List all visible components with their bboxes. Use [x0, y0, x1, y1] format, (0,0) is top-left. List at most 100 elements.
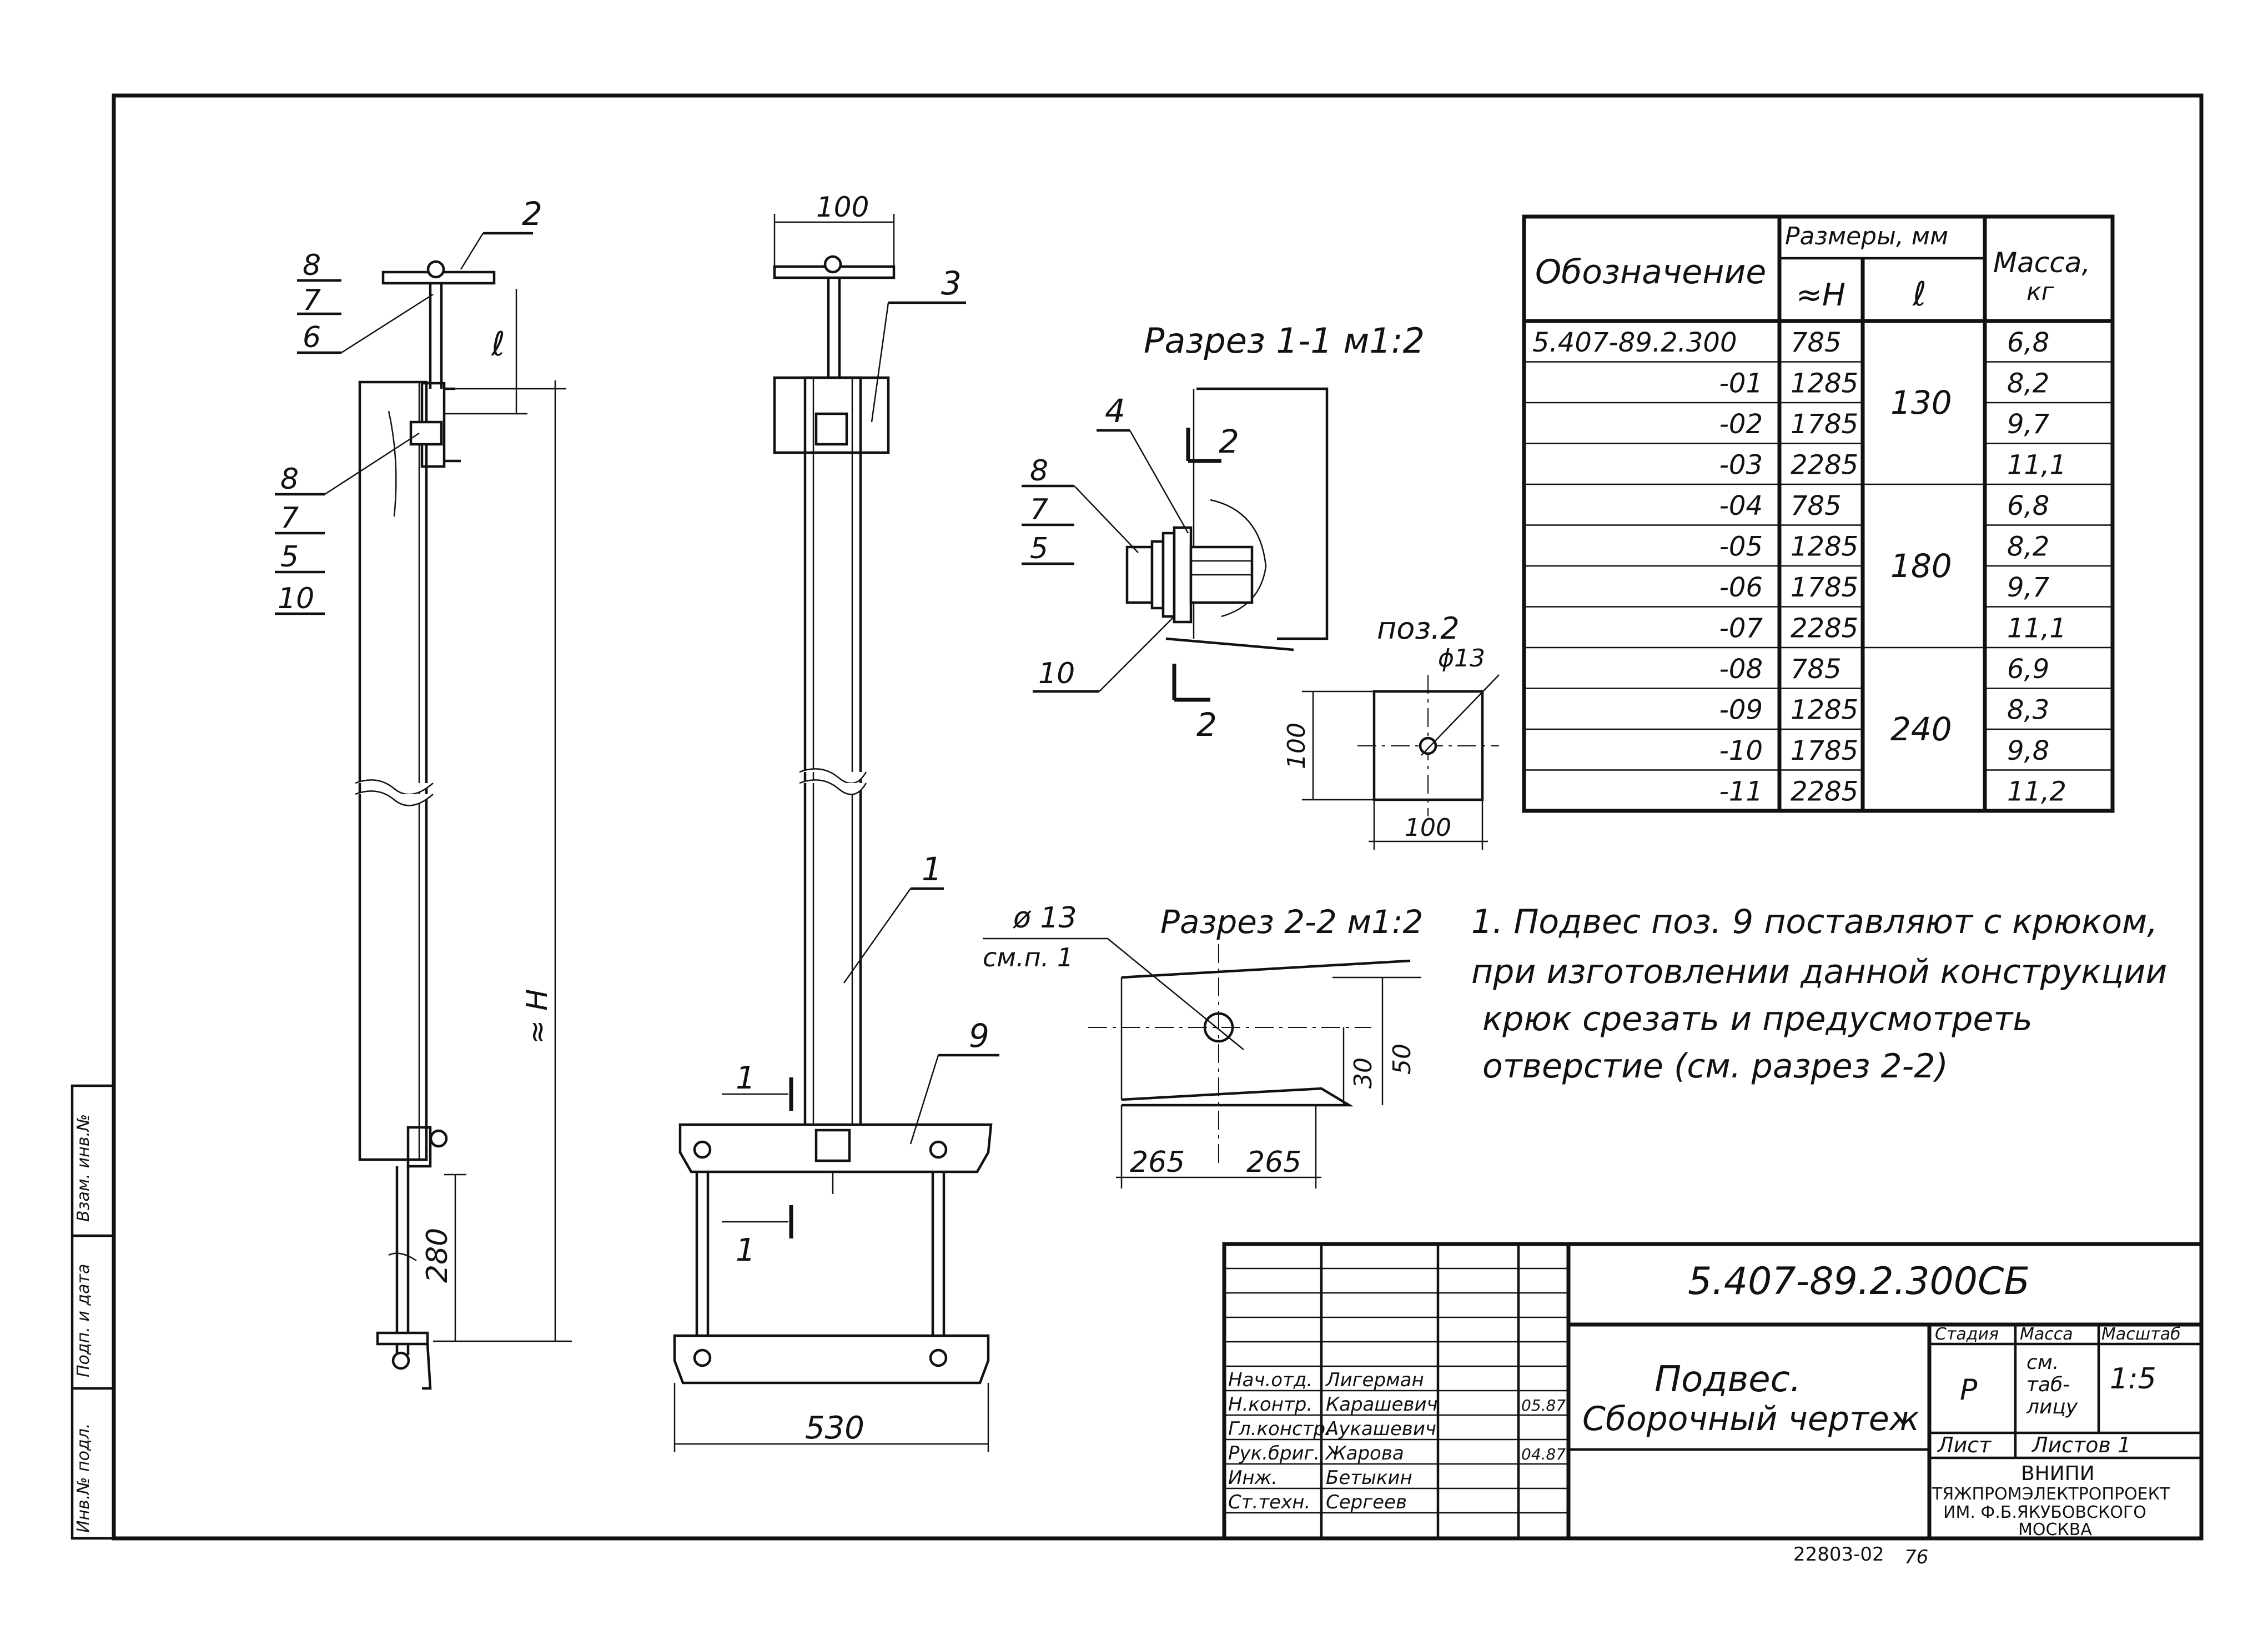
- tb-role-name: Бетыкин: [1326, 1467, 1412, 1489]
- th-l: ℓ: [1912, 275, 1927, 314]
- callout-9: 9: [969, 1017, 989, 1055]
- tb-name-2: Сборочный чертеж: [1582, 1400, 1919, 1438]
- dim-530: 530: [805, 1410, 864, 1446]
- pos-2-dim-horizontal: 100: [1405, 814, 1451, 842]
- title-block: 5.407-89.2.300СБ Подвес. Сборочный черте…: [1222, 1242, 2204, 1541]
- callout-7-s11: 7: [1030, 493, 1048, 526]
- tb-org-2: ТЯЖПРОМЭЛЕКТРОПРОЕКТ: [1932, 1484, 2170, 1504]
- table-cell-H: 2285: [1791, 776, 1858, 808]
- callout-5-s11: 5: [1030, 532, 1048, 565]
- stamp-replace-label: Взам. инв.№: [74, 1114, 93, 1222]
- callout-7-mid: 7: [280, 501, 299, 535]
- tb-org-1: ВНИПИ: [2021, 1462, 2095, 1485]
- callout-3: 3: [941, 264, 962, 302]
- callout-4-s11: 4: [1105, 392, 1125, 430]
- tb-role-name: Жарова: [1325, 1442, 1404, 1465]
- sheet-frame: [112, 93, 2204, 1541]
- table-cell-designation: -01: [1719, 368, 1763, 399]
- table-cell-mass: 9,7: [2007, 572, 2050, 603]
- table-cell-H: 1285: [1791, 368, 1858, 399]
- cut-2-bottom: 2: [1196, 706, 1217, 744]
- tb-role-date: 04.87: [1521, 1445, 1566, 1463]
- dimensions-table: Обозначение Размеры, мм ≈H ℓ Масса, кг 5…: [1522, 214, 2115, 813]
- s22-dim-30: 30: [1349, 1057, 1377, 1089]
- table-cell-H: 1785: [1791, 572, 1858, 603]
- table-cell-designation: -02: [1719, 409, 1763, 440]
- note-line-2: при изготовлении данной конструкции: [1471, 952, 2167, 991]
- section-2-2: Разрез 2-2 м1:2 ø 13 см.п. 1 30 50 265 2…: [983, 901, 1423, 1188]
- tb-code: 5.407-89.2.300СБ: [1688, 1260, 2030, 1303]
- tb-role: Н.контр.: [1228, 1393, 1312, 1416]
- callout-10-s11: 10: [1038, 657, 1075, 690]
- tb-role-name: Сергеев: [1326, 1491, 1407, 1513]
- note-line-3: крюк срезать и предусмотреть: [1482, 1000, 2033, 1039]
- tb-scale: 1:5: [2110, 1362, 2156, 1396]
- tb-stage: Р: [1960, 1373, 1978, 1407]
- table-cell-mass: 6,8: [2007, 490, 2049, 521]
- table-cell-designation: -04: [1719, 490, 1763, 521]
- table-cell-H: 785: [1791, 327, 1842, 358]
- s22-dim-50: 50: [1388, 1044, 1416, 1075]
- dim-H: ≈ H: [521, 989, 554, 1044]
- table-cell-designation: -05: [1719, 531, 1763, 563]
- th-sizes: Размеры, мм: [1785, 222, 1948, 250]
- left-side-view: 8 7 6 2 8 7 5 10 ℓ ≈ H 280: [275, 195, 572, 1390]
- table-cell-designation: -03: [1719, 450, 1763, 481]
- table-cell-H: 1285: [1791, 531, 1858, 563]
- tb-role-date: 05.87: [1521, 1396, 1566, 1415]
- section-1-1: Разрез 1-1 м1:2 4 2 8 7 5 10 2: [1022, 320, 1425, 744]
- table-cell-mass: 11,1: [2007, 450, 2066, 481]
- table-cell-mass: 11,2: [2007, 776, 2066, 808]
- s22-dia: ø 13: [1013, 901, 1077, 935]
- table-cell-mass: 6,8: [2007, 327, 2049, 358]
- table-cell-designation: -08: [1719, 654, 1763, 685]
- tb-role: Нач.отд.: [1228, 1369, 1312, 1391]
- tb-role: Рук.бриг.: [1228, 1442, 1320, 1465]
- section-1-top: 1: [736, 1060, 756, 1096]
- callout-6-top: 6: [303, 321, 321, 354]
- section-1-1-title: Разрез 1-1 м1:2: [1144, 320, 1425, 361]
- footer-number: 22803-02: [1793, 1543, 1884, 1566]
- table-cell-designation: -06: [1719, 572, 1763, 603]
- tb-mass-2: таб-: [2026, 1373, 2070, 1396]
- table-cell-H: 785: [1791, 490, 1842, 521]
- table-cell-l: 130: [1890, 384, 1952, 422]
- th-H: ≈H: [1796, 277, 1845, 313]
- callout-2-s11: 2: [1219, 423, 1239, 460]
- table-cell-H: 1785: [1791, 409, 1858, 440]
- table-cell-l: 240: [1890, 710, 1952, 748]
- table-cell-mass: 8,2: [2007, 368, 2049, 399]
- dim-100-top: 100: [816, 191, 869, 223]
- s22-dim-265-right: 265: [1246, 1146, 1301, 1179]
- pos-2-title: поз.2: [1377, 611, 1460, 646]
- table-cell-designation: -07: [1719, 613, 1763, 644]
- callout-10-mid: 10: [278, 582, 314, 615]
- dim-280: 280: [421, 1228, 454, 1283]
- callout-8-s11: 8: [1030, 454, 1048, 488]
- table-cell-designation: -09: [1719, 695, 1763, 726]
- table-cell-designation: 5.407-89.2.300: [1532, 327, 1737, 358]
- tb-name-1: Подвес.: [1655, 1359, 1801, 1400]
- tb-sheet-label: Лист: [1937, 1433, 1992, 1457]
- footer-page: 76: [1904, 1546, 1928, 1568]
- tb-role: Гл.констр.: [1228, 1418, 1331, 1440]
- tb-mass-3: лицу: [2026, 1396, 2078, 1418]
- tb-role-name: Лигерман: [1325, 1369, 1424, 1391]
- dim-l: ℓ: [491, 325, 505, 364]
- table-cell-H: 1285: [1791, 695, 1858, 726]
- tb-stage-label: Стадия: [1935, 1325, 1999, 1344]
- s22-dim-265-left: 265: [1130, 1146, 1185, 1179]
- front-view: 100 3 1 9 1 1: [673, 191, 999, 1452]
- callout-2-top: 2: [522, 195, 542, 233]
- th-mass: Масса,: [1993, 247, 2090, 279]
- table-cell-H: 785: [1791, 654, 1842, 685]
- callout-8-top: 8: [303, 249, 321, 282]
- table-cell-l: 180: [1890, 547, 1952, 585]
- table-cell-mass: 8,2: [2007, 531, 2049, 563]
- table-rows: 5.407-89.2.300 785 6,8 -01 1285 8,2 -02 1785 9,7…: [1524, 327, 2113, 808]
- th-designation: Обозначение: [1535, 253, 1766, 292]
- tb-mass-label: Масса: [2020, 1325, 2073, 1344]
- table-cell-mass: 11,1: [2007, 613, 2066, 644]
- table-cell-designation: -10: [1719, 735, 1763, 766]
